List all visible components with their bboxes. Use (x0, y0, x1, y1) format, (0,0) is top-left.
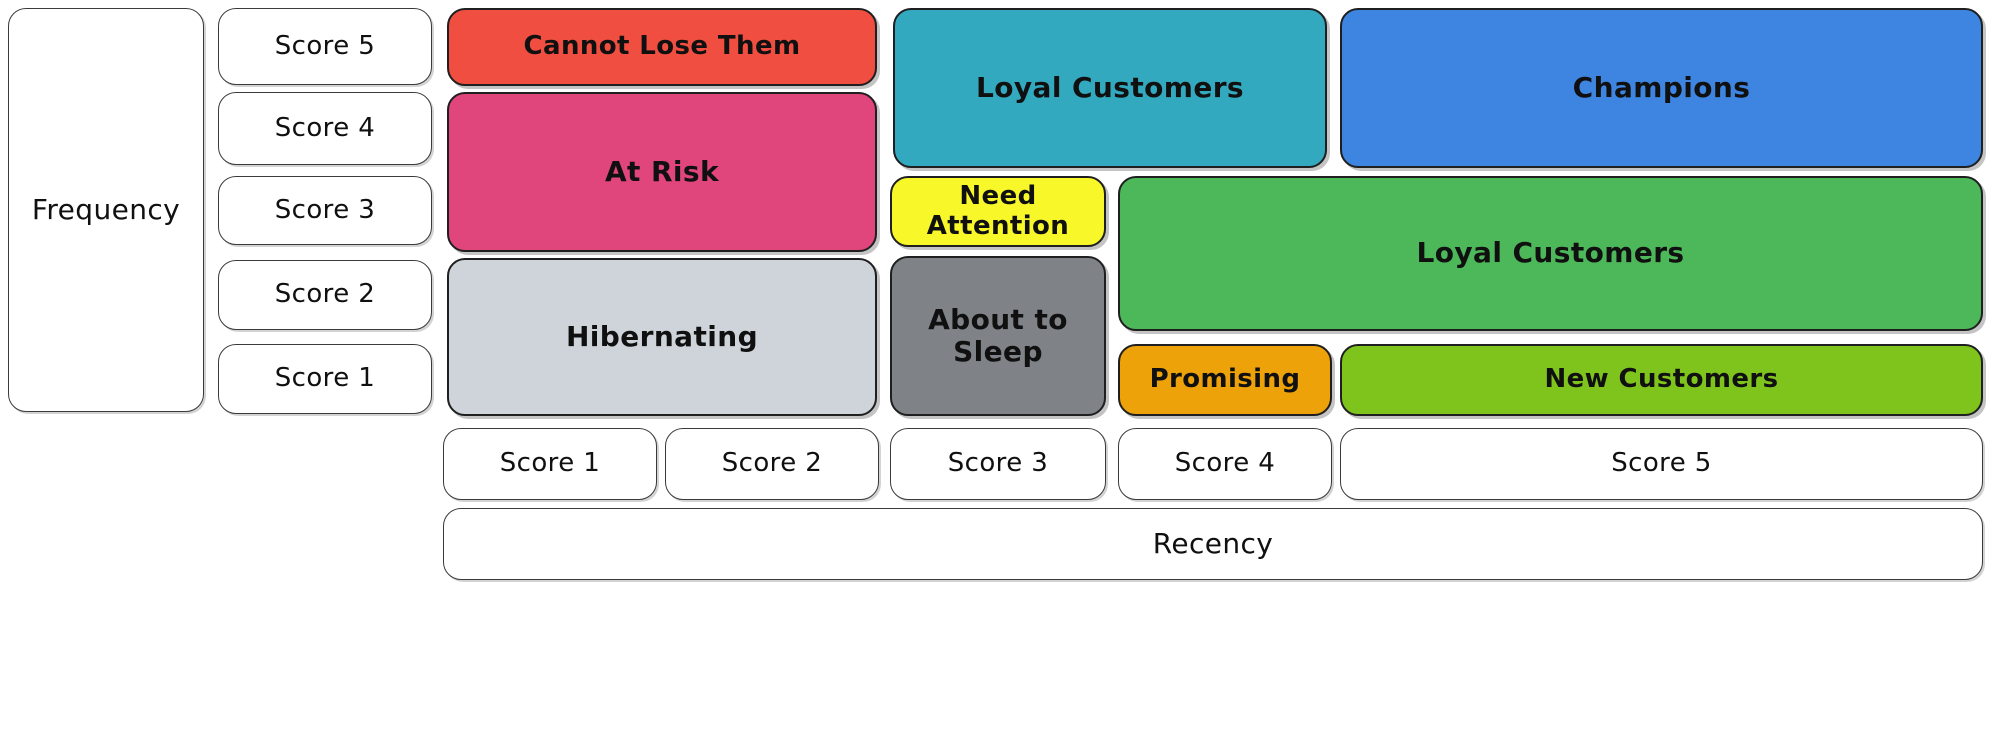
segment-cannot-lose-them[interactable]: Cannot Lose Them (447, 8, 877, 86)
segment-at-risk[interactable]: At Risk (447, 92, 877, 252)
y-axis-score-score-1[interactable]: Score 1 (218, 344, 432, 414)
segment-champions[interactable]: Champions (1340, 8, 1983, 168)
y-axis-score-score-2[interactable]: Score 2 (218, 260, 432, 330)
x-axis-score-score-4[interactable]: Score 4 (1118, 428, 1332, 500)
x-axis-score-score-3[interactable]: Score 3 (890, 428, 1106, 500)
segment-loyal-customers-green[interactable]: Loyal Customers (1118, 176, 1983, 331)
x-axis-score-score-5[interactable]: Score 5 (1340, 428, 1983, 500)
y-axis-score-score-5[interactable]: Score 5 (218, 8, 432, 85)
segment-about-to-sleep[interactable]: About to Sleep (890, 256, 1106, 416)
x-axis-score-score-1[interactable]: Score 1 (443, 428, 657, 500)
segment-hibernating[interactable]: Hibernating (447, 258, 877, 416)
y-axis-title-frequency: Frequency (8, 8, 204, 412)
segment-new-customers[interactable]: New Customers (1340, 344, 1983, 416)
segment-loyal-customers-teal[interactable]: Loyal Customers (893, 8, 1327, 168)
x-axis-title-recency: Recency (443, 508, 1983, 580)
segment-need-attention[interactable]: Need Attention (890, 176, 1106, 247)
x-axis-score-score-2[interactable]: Score 2 (665, 428, 879, 500)
segment-promising[interactable]: Promising (1118, 344, 1332, 416)
y-axis-score-score-4[interactable]: Score 4 (218, 92, 432, 165)
y-axis-score-score-3[interactable]: Score 3 (218, 176, 432, 245)
